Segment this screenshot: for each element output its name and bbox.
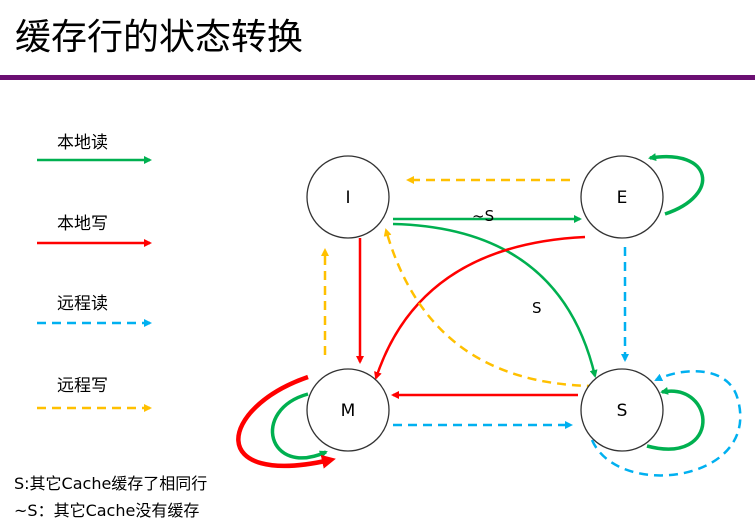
note-not-shared: ~S：其它Cache没有缓存 xyxy=(14,501,200,520)
state-s-node xyxy=(580,368,664,452)
edge-label-shared: S xyxy=(532,299,542,317)
edge-s-to-i xyxy=(383,228,597,388)
title-divider xyxy=(0,75,755,80)
state-s-label: S xyxy=(617,401,628,421)
legend-label-remote-write: 远程写 xyxy=(57,376,108,396)
state-e-label: E xyxy=(617,188,628,208)
state-m-label: M xyxy=(341,401,356,421)
edge-label-not-shared: ~S xyxy=(472,207,494,225)
edge-i-to-s xyxy=(392,222,598,378)
edge-s-self-remote xyxy=(590,369,742,477)
page-title: 缓存行的状态转换 xyxy=(15,17,304,58)
note-shared: S:其它Cache缓存了相同行 xyxy=(14,474,208,493)
edge-s-self-local xyxy=(646,386,705,451)
state-i-label: I xyxy=(345,188,350,208)
edge-e-to-m xyxy=(374,235,586,380)
state-e-node xyxy=(580,155,664,239)
legend-label-local-read: 本地读 xyxy=(57,133,108,153)
legend-label-remote-read: 远程读 xyxy=(57,294,108,314)
state-m-node xyxy=(306,368,390,452)
legend-label-local-write: 本地写 xyxy=(57,214,108,234)
edge-m-self-read xyxy=(270,392,328,460)
edge-m-self-write xyxy=(236,374,336,469)
legend: 本地读 本地写 远程读 远程写 xyxy=(37,133,152,412)
state-i-node xyxy=(306,155,390,239)
edge-e-self xyxy=(648,153,705,216)
